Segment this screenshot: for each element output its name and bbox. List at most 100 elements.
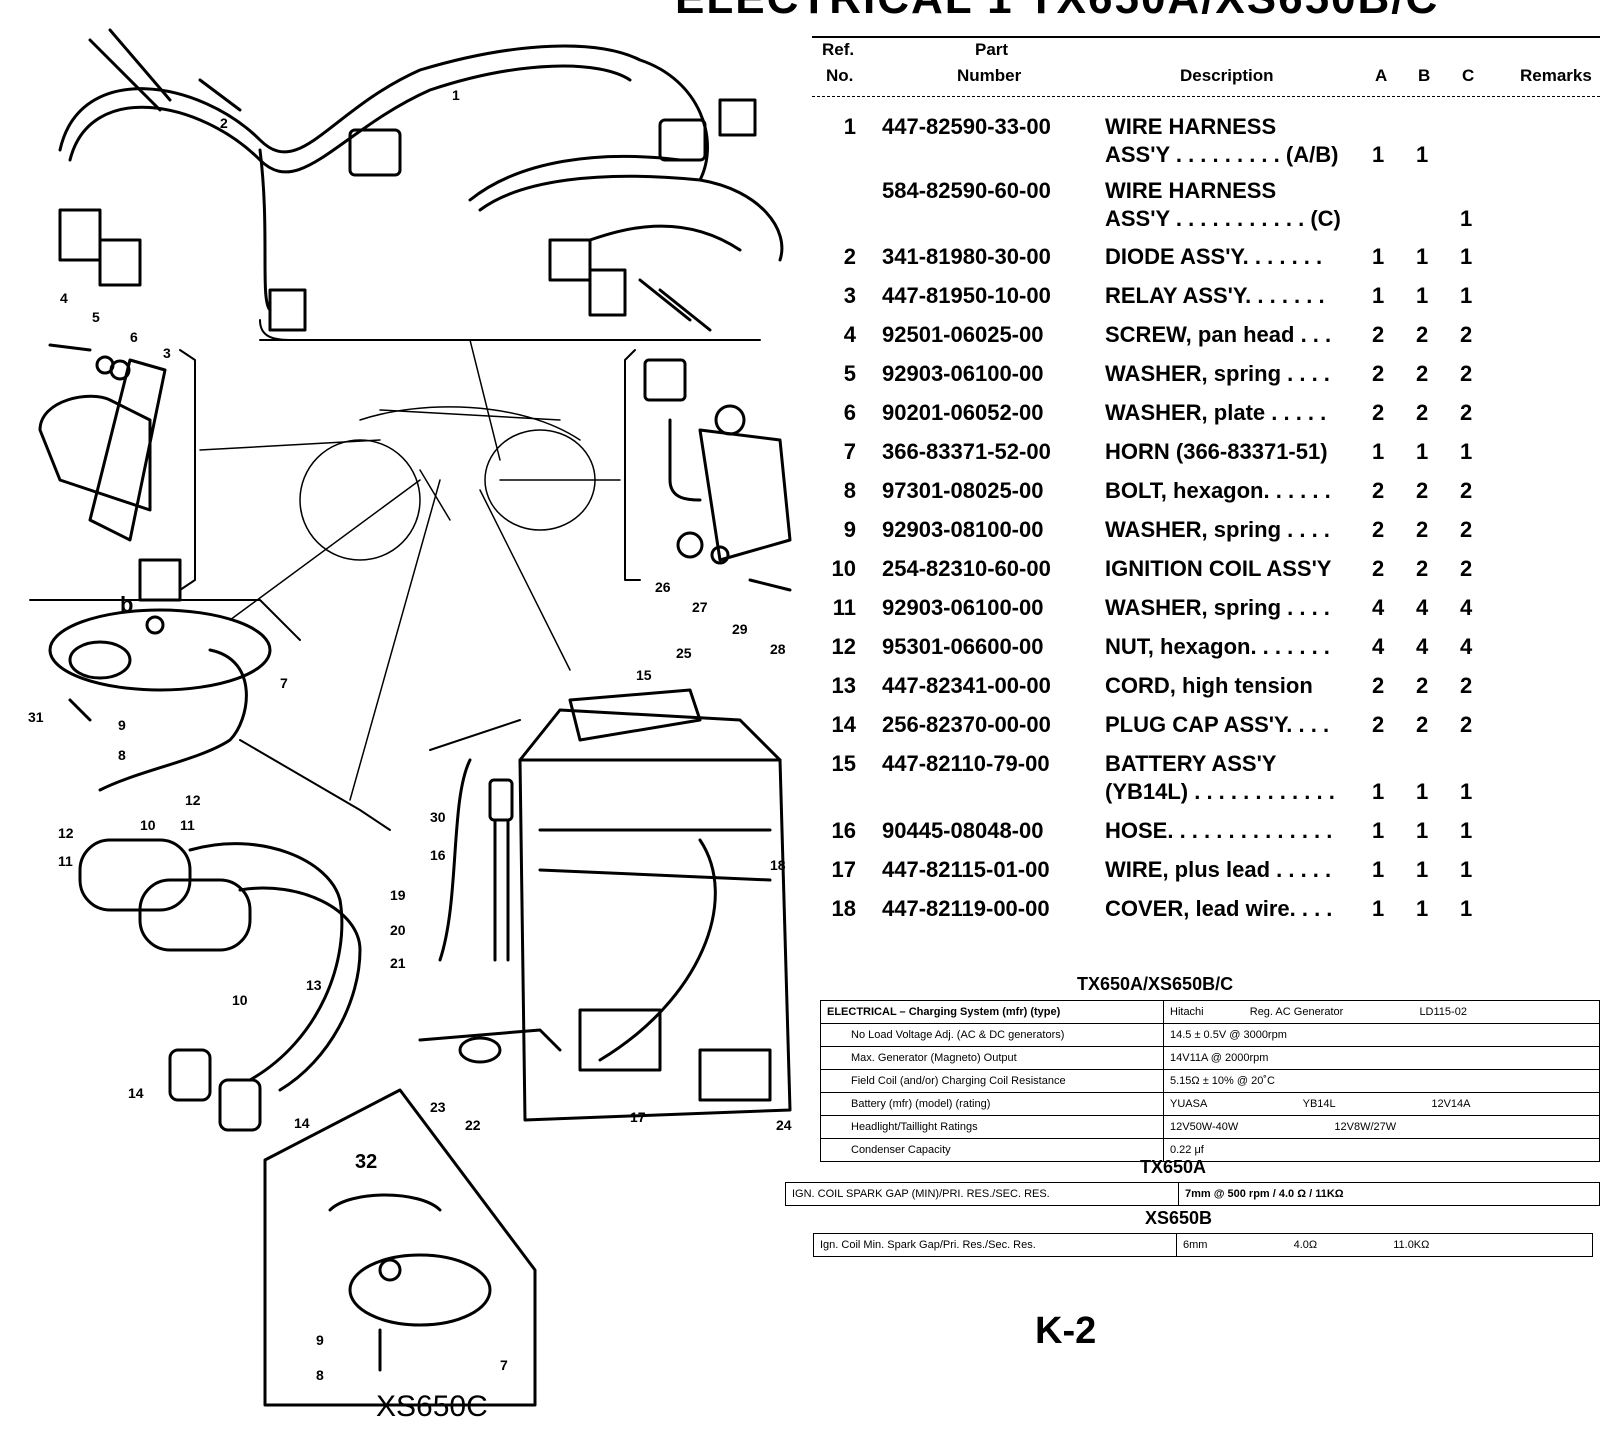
qty-a-cell: 1 [1372,818,1385,843]
spec-value: 14.5 ± 0.5V @ 3000rpm [1163,1023,1600,1047]
callout-19: 19 [390,887,406,903]
qty-a-cell: 1 [1372,244,1385,269]
callout-10b: 10 [232,992,248,1008]
description-cell: RELAY ASS'Y. . . . . . . [1105,283,1325,308]
callout-1: 1 [452,87,460,103]
spec-value-2: Reg. AC Generator [1249,1006,1344,1018]
qty-b-cell: 2 [1416,478,1429,503]
regulator-drawing [624,349,792,592]
spec-value-3: 11.0KΩ [1393,1239,1430,1251]
part-number-cell: 341-81980-30-00 [882,244,1051,269]
description-cell: WIRE HARNESS [1105,114,1277,139]
qty-b-cell: 1 [1416,439,1429,464]
qty-c-cell: 1 [1460,244,1473,269]
ignition-coils-drawing [78,739,391,1132]
callout-20: 20 [390,922,406,938]
motorcycle-outline-drawing [199,339,621,801]
callout-17: 17 [630,1109,646,1125]
description-cell: BATTERY ASS'Y [1105,751,1277,776]
callout-2: 2 [220,115,228,131]
part-number-cell: 95301-06600-00 [882,634,1044,659]
callout-9: 9 [118,717,126,733]
callout-22: 22 [465,1117,481,1133]
header-remarks: Remarks [1520,66,1592,85]
spec-value-1: 6mm [1183,1239,1208,1251]
ref-cell: 1 [843,114,856,139]
qty-a-cell: 2 [1372,322,1385,347]
table-row: Max. Generator (Magneto) Output 14V11A @… [820,1046,1600,1070]
part-number-cell: 92501-06025-00 [882,322,1044,347]
ref-cell: 10 [831,556,856,581]
spec-label: No Load Voltage Adj. (AC & DC generators… [820,1023,1164,1047]
tx650a-table: IGN. COIL SPARK GAP (MIN)/PRI. RES./SEC.… [785,1182,1600,1206]
part-number-cell: 90445-08048-00 [882,818,1044,843]
part-number-cell: 254-82310-60-00 [882,556,1051,581]
qty-a-cell: 2 [1372,556,1385,581]
qty-a-cell: 2 [1372,517,1385,542]
table-row: No Load Voltage Adj. (AC & DC generators… [820,1023,1600,1047]
qty-c-cell: 1 [1460,206,1473,231]
part-number-cell: 92903-06100-00 [882,595,1044,620]
callout-6: 6 [130,329,138,345]
callout-13: 13 [306,977,322,993]
table-row: Headlight/Taillight Ratings 12V50W-40W 1… [820,1115,1600,1139]
table-row: Condenser Capacity 0.22 μf [820,1138,1600,1162]
part-number-cell: 447-82590-33-00 [882,114,1051,139]
spec-value-2: 4.0Ω [1293,1239,1318,1251]
part-number-cell: 256-82370-00-00 [882,712,1051,737]
qty-c-cell: 1 [1460,779,1473,804]
qty-c-cell: 2 [1460,673,1473,698]
qty-c-cell: 1 [1460,439,1473,464]
qty-a-cell: 4 [1372,634,1385,659]
ref-cell: 7 [843,439,856,464]
table-row: Ign. Coil Min. Spark Gap/Pri. Res./Sec. … [813,1233,1593,1257]
callout-9-inset: 9 [316,1332,324,1348]
table-row: Field Coil (and/or) Charging Coil Resist… [820,1069,1600,1093]
horn-drawing [29,599,301,792]
callout-8: 8 [118,747,126,763]
part-number-cell: 584-82590-60-00 [882,178,1051,203]
qty-a-cell: 1 [1372,896,1385,921]
callout-23: 23 [430,1099,446,1115]
qty-a-cell: 1 [1372,142,1385,167]
callout-16: 16 [430,847,446,863]
description-cell: IGNITION COIL ASS'Y [1105,556,1332,581]
exploded-parts-diagram: 1 2 3 4 5 6 7 7 8 8 9 9 10 10 11 11 12 1… [28,28,792,1407]
spec-value: YUASA YB14L 12V14A [1163,1092,1600,1116]
callout-26: 26 [655,579,671,595]
callout-25: 25 [676,645,692,661]
callout-7-inset: 7 [500,1357,508,1373]
callout-32: 32 [355,1151,377,1173]
page-number: K-2 [1035,1310,1097,1352]
qty-c-cell: 1 [1460,283,1473,308]
table-row: IGN. COIL SPARK GAP (MIN)/PRI. RES./SEC.… [785,1182,1600,1206]
ref-cell: 11 [832,595,856,620]
callout-11: 11 [180,817,195,833]
part-number-cell: 447-82110-79-00 [882,751,1050,776]
qty-a-cell: 1 [1372,779,1385,804]
spec-label: Max. Generator (Magneto) Output [820,1046,1164,1070]
callout-7: 7 [280,675,288,691]
qty-b-cell: 1 [1416,896,1429,921]
header-part-line1: Part [975,40,1009,59]
part-number-cell: 447-82115-01-00 [882,857,1050,882]
ref-cell: 6 [843,400,856,425]
qty-b-cell: 1 [1416,283,1429,308]
spec-value-2: YB14L [1302,1098,1336,1110]
ref-cell: 12 [831,634,856,659]
part-number-cell: 92903-08100-00 [882,517,1044,542]
spec-value: 12V50W-40W 12V8W/27W [1163,1115,1600,1139]
page-title: ELECTRICAL 1 TX650A/XS650B/C [675,0,1439,24]
qty-c-cell: 2 [1460,322,1473,347]
qty-a-cell: 1 [1372,283,1385,308]
description-cell: CORD, high tension [1105,673,1313,698]
spec-value-2: 12V8W/27W [1334,1121,1397,1133]
callout-12b: 12 [58,825,74,841]
relay-drawing [38,343,196,602]
callout-3: 3 [163,345,171,361]
qty-a-cell: 2 [1372,673,1385,698]
spec-value-1: 12V50W-40W [1170,1121,1239,1133]
callout-14: 14 [128,1085,144,1101]
description-cell: WASHER, plate . . . . . [1105,400,1327,425]
ref-cell: 13 [831,673,856,698]
